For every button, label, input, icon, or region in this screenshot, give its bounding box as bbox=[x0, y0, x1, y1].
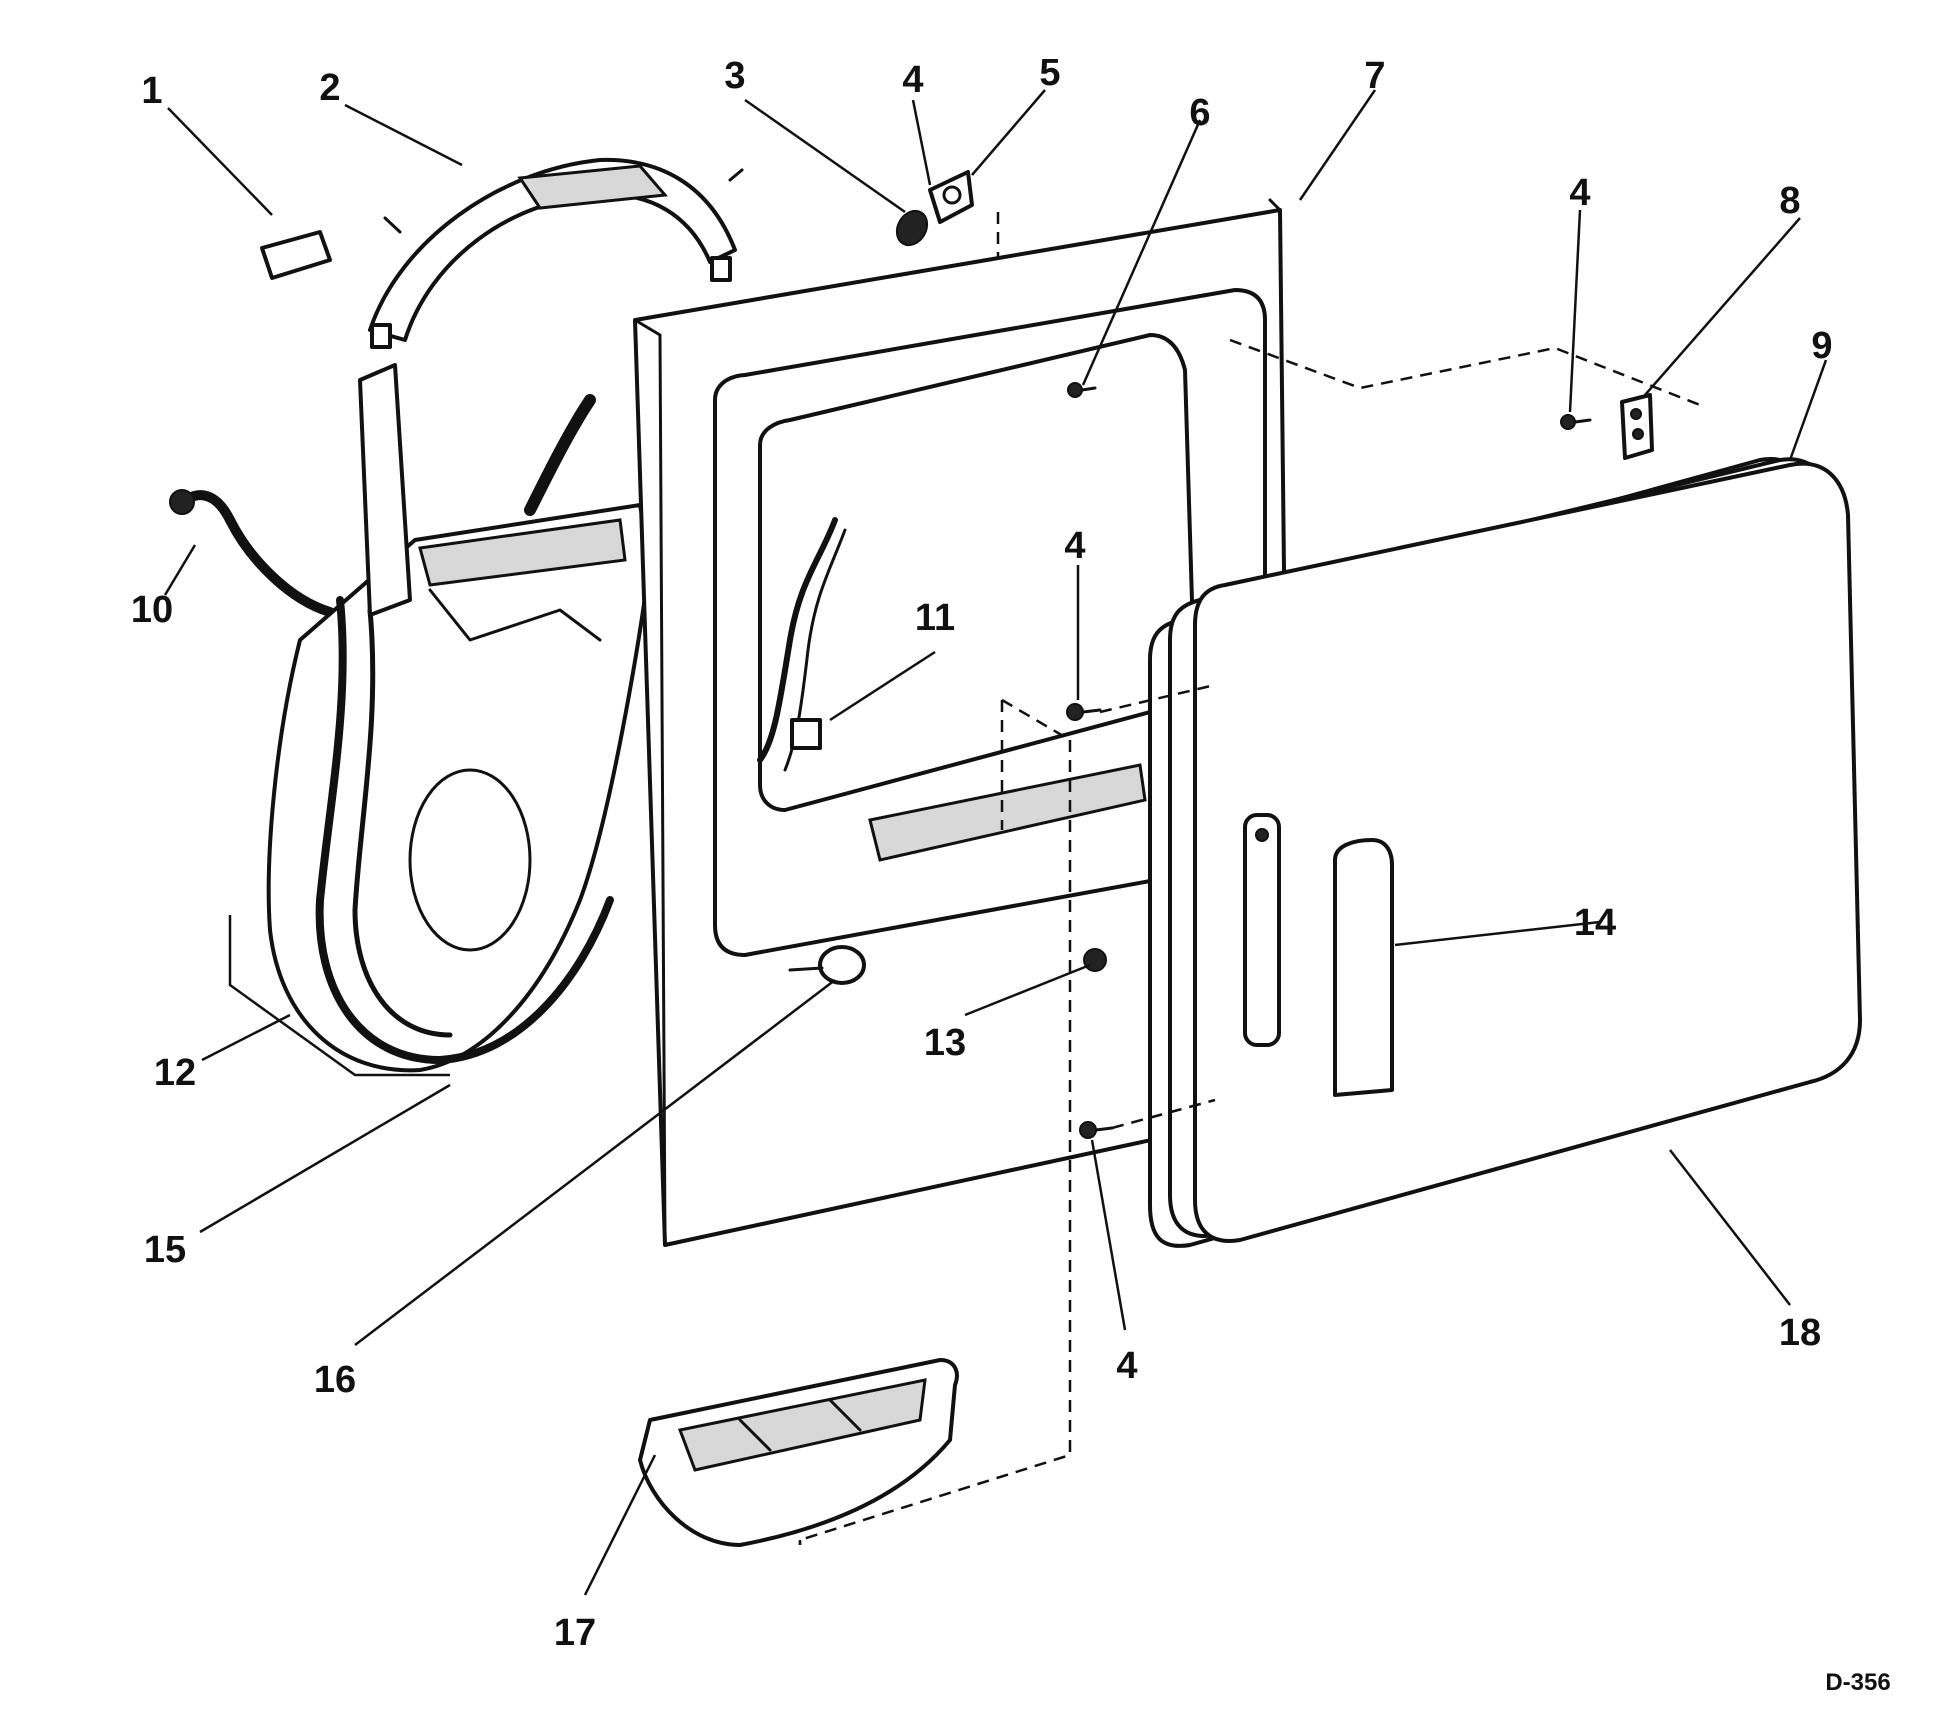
callout-5: 5 bbox=[1039, 52, 1060, 94]
screw-4-top-right bbox=[1560, 414, 1592, 430]
part-15-seal bbox=[315, 363, 614, 1064]
callout-9: 9 bbox=[1811, 325, 1832, 367]
part-8-strike-bracket bbox=[1620, 393, 1654, 460]
diagram-code: D-356 bbox=[1825, 1669, 1890, 1696]
callout-13: 13 bbox=[924, 1022, 966, 1064]
callout-labels: 1 2 3 4 5 6 7 4 8 9 10 4 11 14 13 12 15 … bbox=[131, 52, 1891, 1696]
callout-2: 2 bbox=[319, 67, 340, 109]
callout-8: 8 bbox=[1779, 180, 1800, 222]
callout-1: 1 bbox=[141, 70, 162, 112]
screw-4-hinge-top bbox=[1066, 703, 1102, 721]
dashed-alignment-lines bbox=[798, 212, 1701, 1545]
part-11-door-catch bbox=[757, 517, 847, 772]
callout-4-bottom: 4 bbox=[1116, 1345, 1137, 1387]
part-16-fastener bbox=[788, 945, 866, 985]
callout-4-top: 4 bbox=[902, 59, 923, 101]
part-17-lint-drawer bbox=[638, 1358, 959, 1547]
part-5-switch-bracket bbox=[928, 170, 974, 224]
callout-6: 6 bbox=[1189, 92, 1210, 134]
part-1-strip bbox=[260, 230, 332, 280]
callout-7: 7 bbox=[1364, 55, 1385, 97]
callout-12: 12 bbox=[154, 1052, 196, 1094]
callout-16: 16 bbox=[314, 1359, 356, 1401]
callout-18: 18 bbox=[1779, 1312, 1821, 1354]
screw-4-hinge-bottom bbox=[1079, 1121, 1114, 1139]
part-13-knob bbox=[1083, 948, 1107, 972]
bracket-12 bbox=[228, 915, 450, 1077]
part-18-door-assembly bbox=[1148, 457, 1862, 1248]
part-2-bulkhead-arc bbox=[368, 157, 744, 349]
part-3-door-switch bbox=[895, 209, 929, 247]
callout-4-middle: 4 bbox=[1064, 525, 1085, 567]
part-10-hose bbox=[169, 489, 335, 617]
callout-17: 17 bbox=[554, 1612, 596, 1654]
callout-3: 3 bbox=[724, 55, 745, 97]
callout-4-right: 4 bbox=[1569, 172, 1590, 214]
callout-15: 15 bbox=[144, 1229, 186, 1271]
callout-14: 14 bbox=[1574, 902, 1616, 944]
part-12-bulkhead-housing bbox=[266, 503, 652, 1073]
callout-10: 10 bbox=[131, 589, 173, 631]
callout-11: 11 bbox=[915, 597, 955, 639]
leader-lines bbox=[163, 89, 1828, 1596]
screw-6 bbox=[1067, 382, 1097, 398]
